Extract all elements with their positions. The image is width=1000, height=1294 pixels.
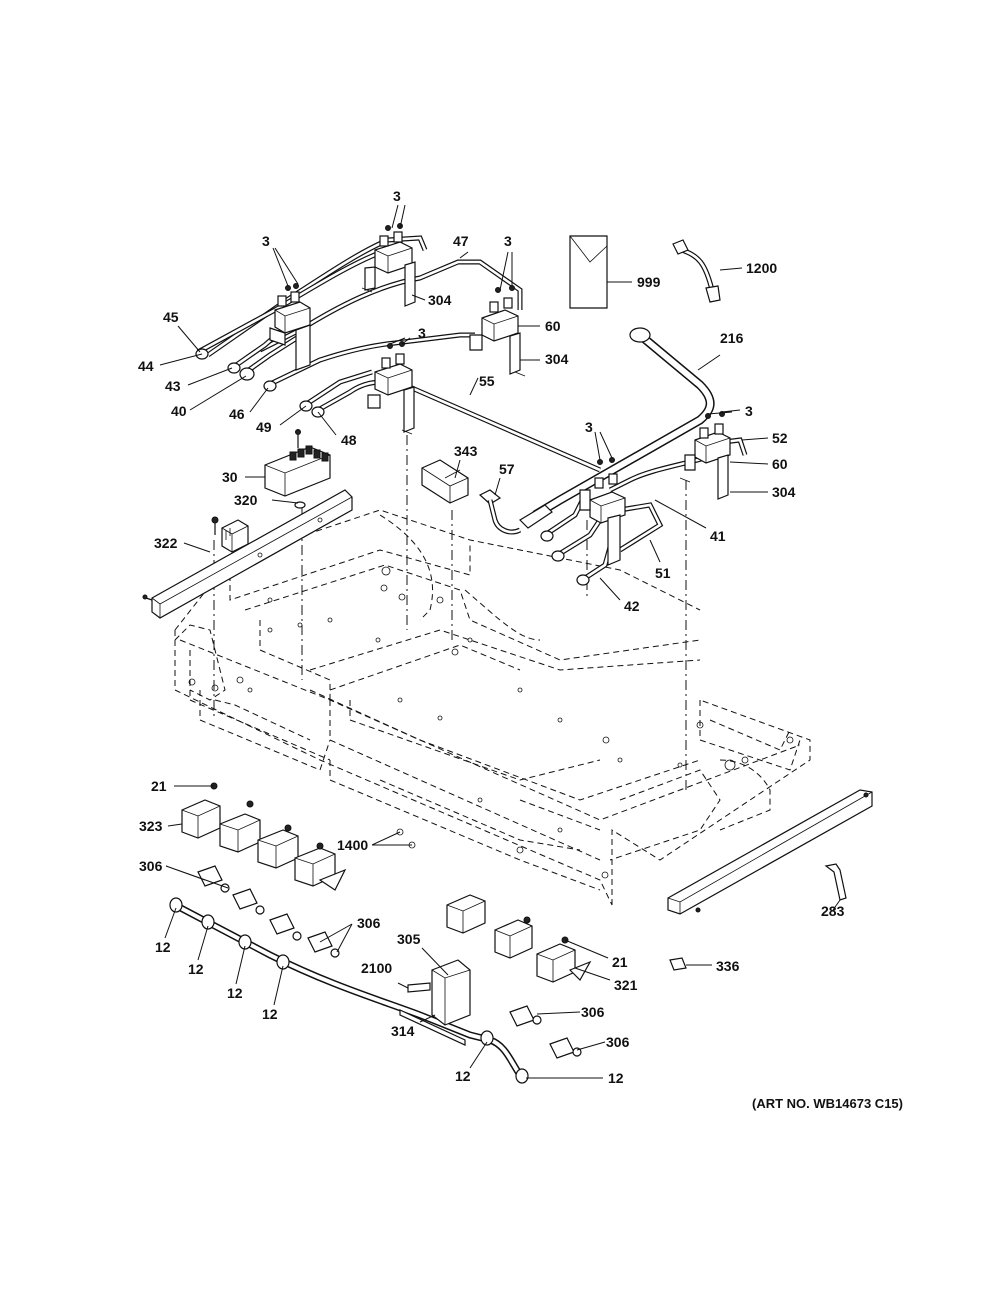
valve-right-lower [579,473,626,566]
callout-320: 320 [234,492,258,508]
callout-30: 30 [222,469,238,485]
callout-3-e: 3 [585,419,593,435]
callout-2100: 2100 [361,960,392,976]
hose-connector [672,239,721,303]
callout-12-c: 12 [227,985,243,1001]
callout-304-a: 304 [428,292,452,308]
art-number: (ART NO. WB14673 C15) [752,1096,903,1111]
transformer [211,516,249,553]
callout-3-c: 3 [504,233,512,249]
valve-middle [367,353,415,435]
callout-306-a: 306 [139,858,163,874]
callout-60-a: 60 [545,318,561,334]
valve-right-upper [679,423,731,500]
burner-bracket-right [446,894,592,983]
manifold-support [399,959,471,1046]
small-parts [396,828,847,971]
instruction-sheet-icon [569,235,608,309]
callout-305: 305 [397,931,421,947]
callout-3-d: 3 [418,325,426,341]
valve-center-right [469,297,526,377]
leader-lines [159,204,841,1079]
callout-3-b: 3 [262,233,270,249]
callout-51: 51 [655,565,671,581]
valve-screws [285,223,725,465]
callout-12-e: 12 [455,1068,471,1084]
callout-3-f: 3 [745,403,753,419]
callout-55: 55 [479,373,495,389]
callout-306-c: 306 [581,1004,605,1020]
callout-12-d: 12 [262,1006,278,1022]
callout-44: 44 [138,358,154,374]
callout-304-c: 304 [772,484,796,500]
callout-57: 57 [499,461,515,477]
chassis-frame [174,435,811,906]
callout-1200: 1200 [746,260,777,276]
callout-1400: 1400 [337,837,368,853]
callout-42: 42 [624,598,640,614]
burner-manifold [169,897,529,1084]
callout-336: 336 [716,958,740,974]
callout-43: 43 [165,378,181,394]
callout-21-b: 21 [612,954,628,970]
right-rail-bracket [667,789,873,915]
valve-upper-left [269,291,311,371]
callout-3-a: 3 [393,188,401,204]
callout-40: 40 [171,403,187,419]
callout-41: 41 [710,528,726,544]
left-rail-bracket [142,489,353,619]
callout-52: 52 [772,430,788,446]
burner-bracket-left [181,782,347,891]
callout-45: 45 [163,309,179,325]
callout-323: 323 [139,818,163,834]
callout-321: 321 [614,977,638,993]
callout-306-b: 306 [357,915,381,931]
callout-322: 322 [154,535,178,551]
callout-47: 47 [453,233,469,249]
spark-module [264,429,331,509]
callout-48: 48 [341,432,357,448]
callout-999: 999 [637,274,661,290]
callout-12-f: 12 [608,1070,624,1086]
callout-21-a: 21 [151,778,167,794]
callout-12-b: 12 [188,961,204,977]
callout-343: 343 [454,443,478,459]
callout-314: 314 [391,1023,415,1039]
callout-49: 49 [256,419,272,435]
callout-46: 46 [229,406,245,422]
callout-216: 216 [720,330,744,346]
callout-304-b: 304 [545,351,569,367]
callout-labels: 3 3 3 3 3 3 47 45 44 43 40 46 49 48 304 … [138,188,903,1111]
callout-306-d: 306 [606,1034,630,1050]
callout-60-b: 60 [772,456,788,472]
callout-12-a: 12 [155,939,171,955]
callout-283: 283 [821,903,845,919]
